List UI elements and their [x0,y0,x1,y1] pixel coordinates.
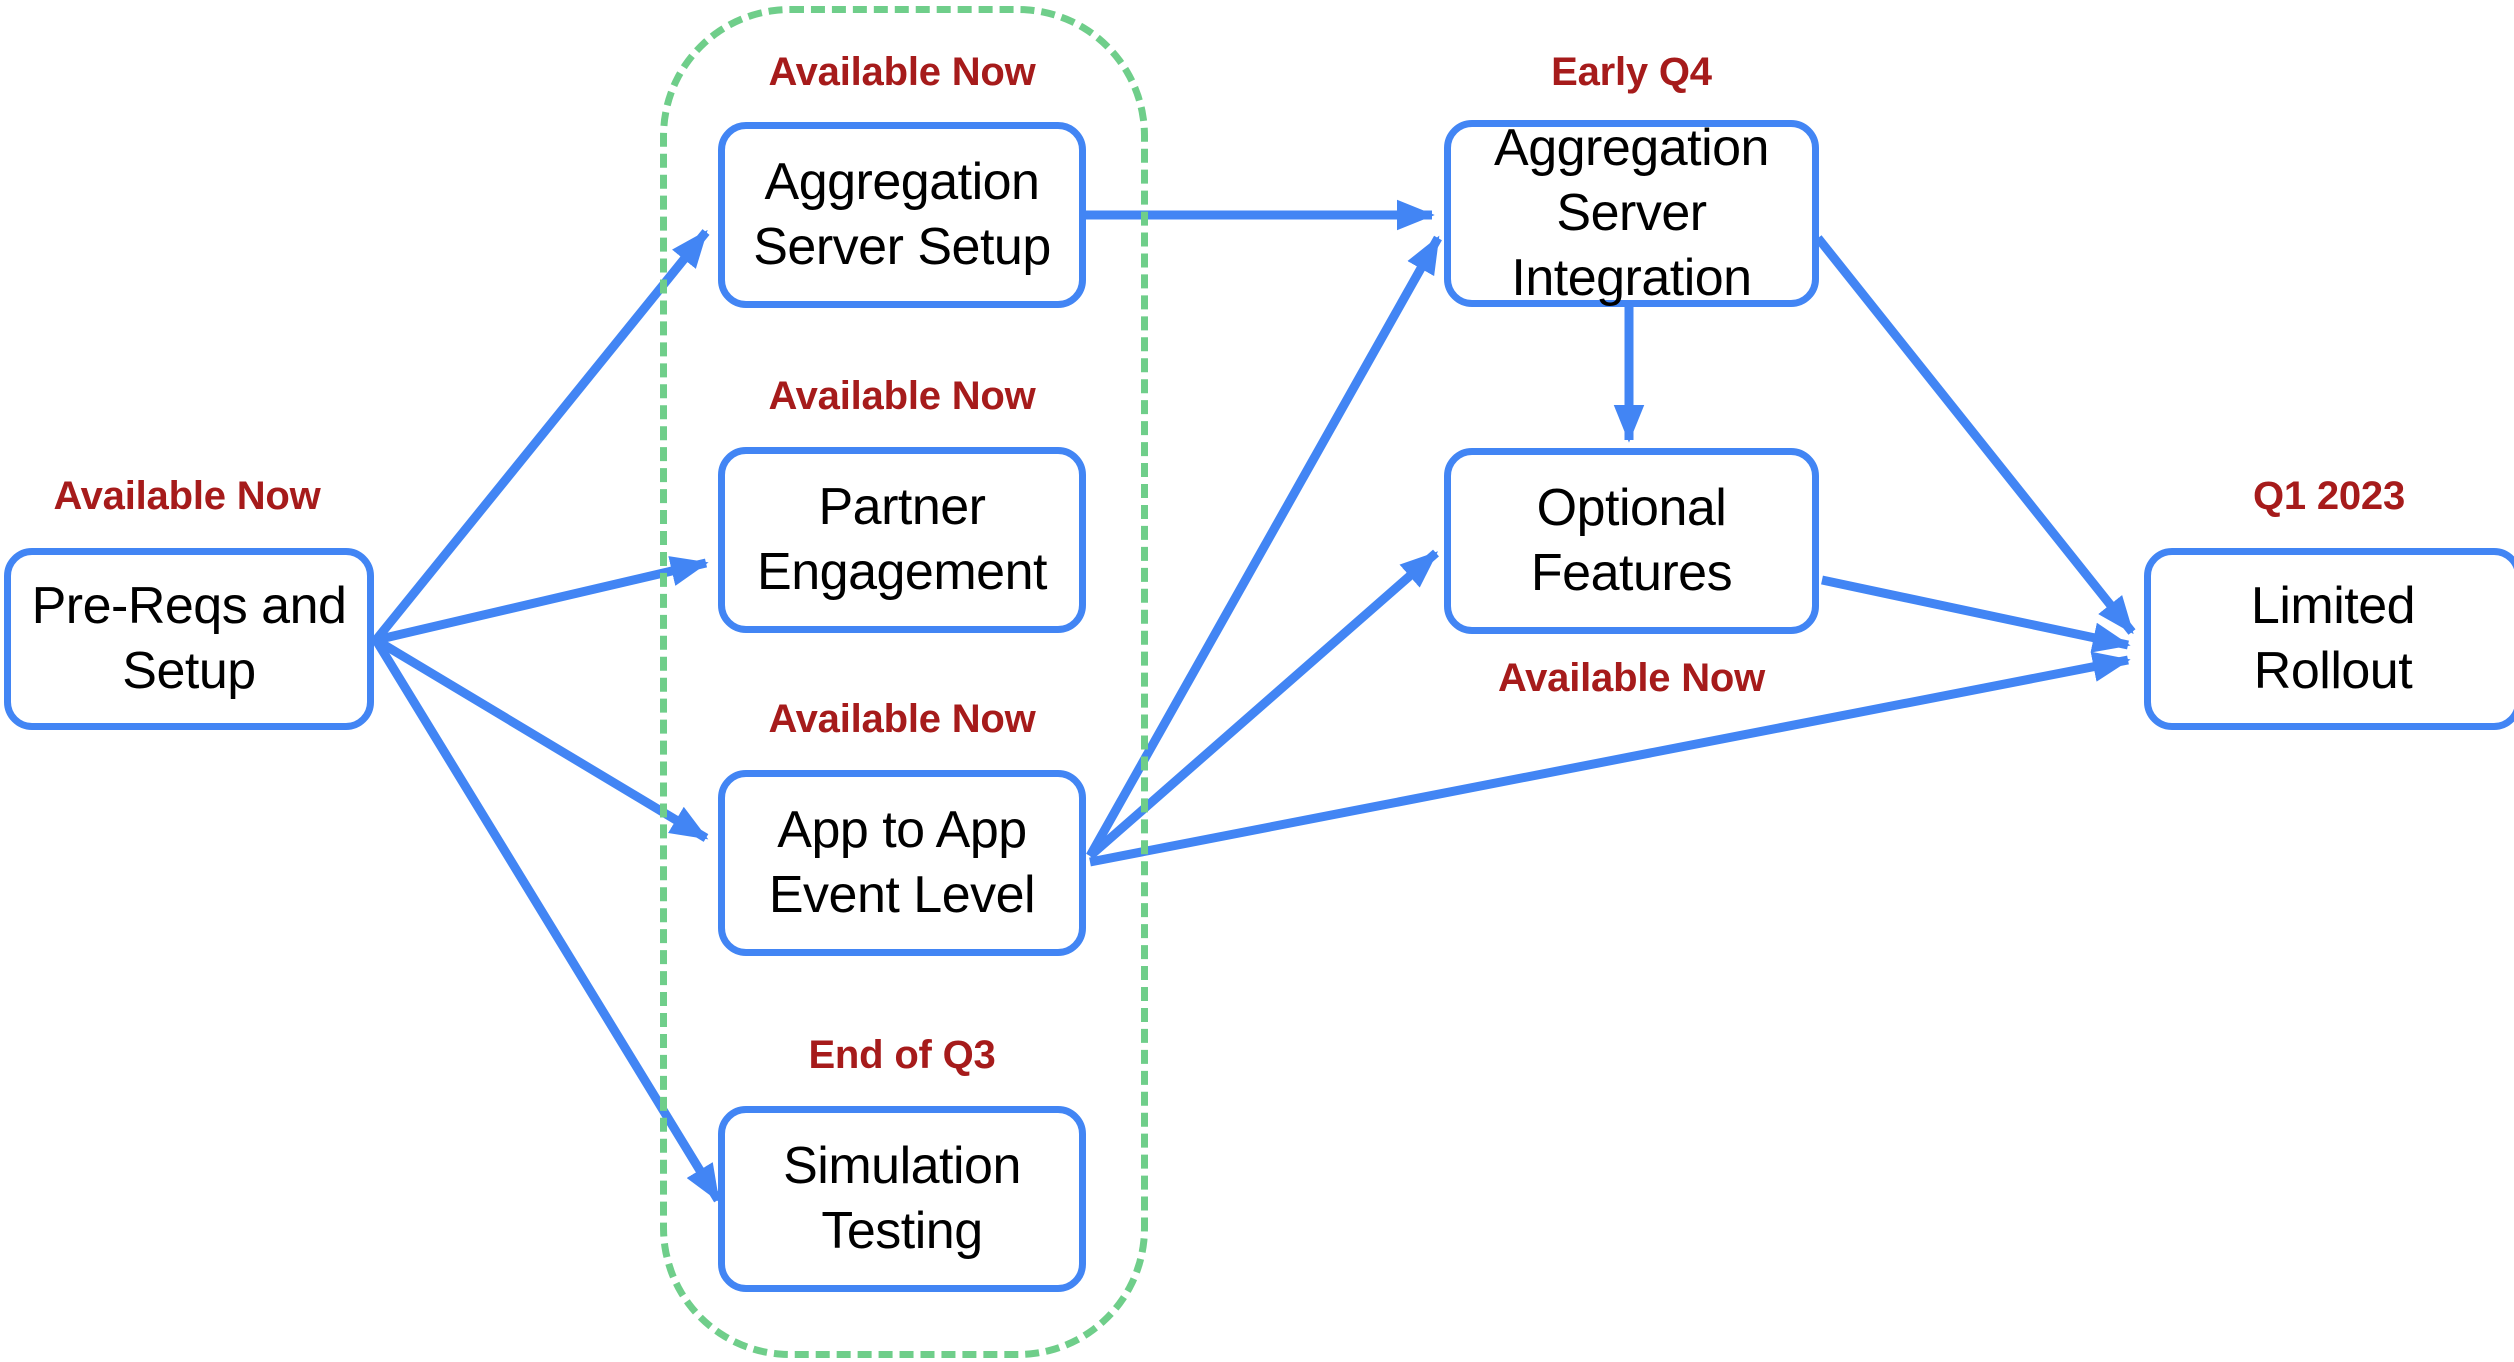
node-aggregation-server-setup[interactable]: Aggregation Server Setup [718,122,1086,308]
milestone-app-to-app-event-level: Available Now [768,697,1036,741]
node-label-optional-features: Optional Features [1530,479,1733,602]
node-label-pre-reqs-and-setup: Pre-Reqs and Setup [31,577,347,700]
node-label-app-to-app-event-level: App to App Event Level [768,801,1036,924]
milestone-optional-features: Available Now [1497,656,1766,700]
milestone-simulation-testing: End of Q3 [808,1033,996,1077]
node-aggregation-server-integration[interactable]: Aggregation Server Integration [1444,119,1819,307]
node-optional-features[interactable]: Optional Features [1444,448,1819,634]
milestone-pre-reqs-and-setup: Available Now [53,474,321,518]
node-label-aggregation-server-setup: Aggregation Server Setup [753,153,1051,276]
milestone-aggregation-server-integration: Early Q4 [1551,50,1712,94]
node-partner-engagement[interactable]: Partner Engagement [718,447,1086,633]
edge-prereqs-to-aggregation-server-setup [372,229,710,643]
node-app-to-app-event-level[interactable]: App to App Event Level [718,770,1086,956]
milestone-limited-rollout: Q1 2023 [2252,474,2406,518]
node-label-partner-engagement: Partner Engagement [757,478,1047,601]
node-label-simulation-testing: Simulation Testing [783,1137,1021,1260]
node-label-limited-rollout: Limited Rollout [2250,577,2416,700]
edge-prereqs-to-partner-engagement [374,556,709,645]
edge-integration-to-limited-rollout [1814,235,2136,635]
node-pre-reqs-and-setup[interactable]: Pre-Reqs and Setup [4,548,374,730]
node-simulation-testing[interactable]: Simulation Testing [718,1106,1086,1292]
edge-prereqs-to-app-to-app-event-level [373,636,709,842]
node-limited-rollout[interactable]: Limited Rollout [2144,548,2514,730]
available-now-group-container [660,6,1148,1358]
milestone-aggregation-server-setup: Available Now [768,50,1036,94]
milestone-partner-engagement: Available Now [768,374,1036,418]
edge-optional-features-to-limited-rollout [1821,575,2131,653]
node-label-aggregation-server-integration: Aggregation Server Integration [1494,119,1769,307]
